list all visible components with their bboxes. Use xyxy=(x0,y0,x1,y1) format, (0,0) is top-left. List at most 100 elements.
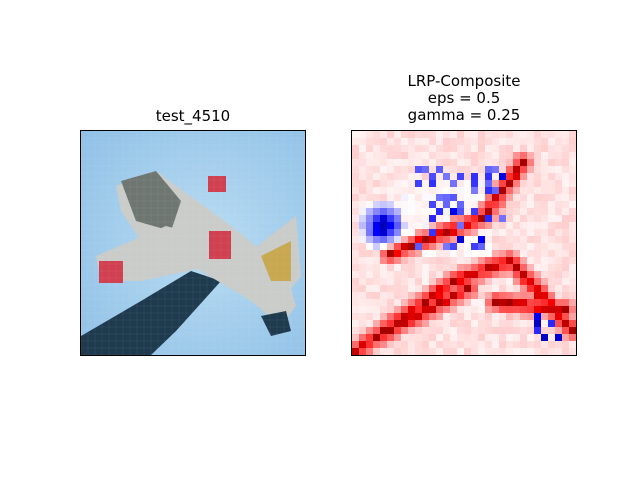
heatmap-cell xyxy=(541,341,548,348)
heatmap-cell xyxy=(478,166,485,173)
heatmap-cell xyxy=(443,320,450,327)
heatmap-cell xyxy=(492,257,499,264)
heatmap-cell xyxy=(541,299,548,306)
heatmap-cell xyxy=(548,271,555,278)
heatmap-cell xyxy=(548,243,555,250)
heatmap-cell xyxy=(366,271,373,278)
heatmap-cell xyxy=(534,208,541,215)
heatmap-cell xyxy=(450,257,457,264)
heatmap-cell xyxy=(450,236,457,243)
heatmap-cell xyxy=(555,264,562,271)
heatmap-cell xyxy=(464,166,471,173)
heatmap-cell xyxy=(457,313,464,320)
heatmap-cell xyxy=(373,208,380,215)
heatmap-cell xyxy=(415,173,422,180)
heatmap-cell xyxy=(387,320,394,327)
heatmap-cell xyxy=(569,166,576,173)
heatmap-cell xyxy=(352,257,359,264)
heatmap-cell xyxy=(415,145,422,152)
heatmap-cell xyxy=(548,285,555,292)
heatmap-cell xyxy=(527,250,534,257)
heatmap-cell xyxy=(450,166,457,173)
heatmap-cell xyxy=(527,215,534,222)
heatmap-cell xyxy=(450,194,457,201)
heatmap-cell xyxy=(555,222,562,229)
heatmap-cell xyxy=(478,243,485,250)
heatmap-cell xyxy=(562,243,569,250)
heatmap-cell xyxy=(555,236,562,243)
heatmap-cell xyxy=(527,173,534,180)
heatmap-cell xyxy=(562,208,569,215)
heatmap-cell xyxy=(373,131,380,138)
heatmap-cell xyxy=(443,348,450,355)
heatmap-cell xyxy=(471,292,478,299)
heatmap-cell xyxy=(485,208,492,215)
heatmap-cell xyxy=(401,341,408,348)
heatmap-cell xyxy=(457,341,464,348)
heatmap-cell xyxy=(485,187,492,194)
heatmap-cell xyxy=(471,334,478,341)
heatmap-cell xyxy=(492,173,499,180)
heatmap-cell xyxy=(492,152,499,159)
heatmap-cell xyxy=(394,320,401,327)
heatmap-cell xyxy=(359,257,366,264)
heatmap-cell xyxy=(513,173,520,180)
heatmap-cell xyxy=(366,285,373,292)
heatmap-cell xyxy=(352,250,359,257)
heatmap-cell xyxy=(471,187,478,194)
heatmap-cell xyxy=(394,264,401,271)
heatmap-cell xyxy=(513,208,520,215)
heatmap-cell xyxy=(562,250,569,257)
heatmap-cell xyxy=(352,243,359,250)
heatmap-cell xyxy=(408,250,415,257)
heatmap-cell xyxy=(457,278,464,285)
heatmap-cell xyxy=(527,159,534,166)
heatmap-cell xyxy=(562,257,569,264)
heatmap-cell xyxy=(520,264,527,271)
heatmap-cell xyxy=(527,145,534,152)
heatmap-cell xyxy=(394,341,401,348)
heatmap-cell xyxy=(492,159,499,166)
heatmap-cell xyxy=(555,145,562,152)
heatmap-cell xyxy=(394,306,401,313)
heatmap-cell xyxy=(562,313,569,320)
heatmap-cell xyxy=(366,180,373,187)
heatmap-cell xyxy=(541,250,548,257)
heatmap-cell xyxy=(380,131,387,138)
heatmap-cell xyxy=(534,138,541,145)
heatmap-cell xyxy=(548,180,555,187)
heatmap-cell xyxy=(443,271,450,278)
heatmap-cell xyxy=(422,208,429,215)
heatmap-cell xyxy=(499,208,506,215)
heatmap-cell xyxy=(373,348,380,355)
heatmap-cell xyxy=(366,194,373,201)
heatmap-cell xyxy=(359,348,366,355)
heatmap-cell xyxy=(492,215,499,222)
heatmap-cell xyxy=(380,250,387,257)
heatmap-cell xyxy=(569,208,576,215)
heatmap-cell xyxy=(359,271,366,278)
heatmap-cell xyxy=(534,334,541,341)
heatmap-cell xyxy=(380,236,387,243)
heatmap-cell xyxy=(366,348,373,355)
heatmap-cell xyxy=(499,138,506,145)
heatmap-cell xyxy=(380,215,387,222)
heatmap-cell xyxy=(401,159,408,166)
heatmap-cell xyxy=(478,257,485,264)
heatmap-cell xyxy=(520,173,527,180)
heatmap-cell xyxy=(457,334,464,341)
heatmap-cell xyxy=(492,208,499,215)
heatmap-cell xyxy=(408,194,415,201)
heatmap-cell xyxy=(548,215,555,222)
heatmap-cell xyxy=(422,145,429,152)
heatmap-cell xyxy=(366,145,373,152)
heatmap-cell xyxy=(352,173,359,180)
heatmap-cell xyxy=(450,131,457,138)
heatmap-cell xyxy=(429,250,436,257)
heatmap-cell xyxy=(541,208,548,215)
heatmap-cell xyxy=(429,278,436,285)
heatmap-cell xyxy=(562,173,569,180)
heatmap-cell xyxy=(380,222,387,229)
heatmap-cell xyxy=(415,257,422,264)
heatmap-cell xyxy=(464,131,471,138)
